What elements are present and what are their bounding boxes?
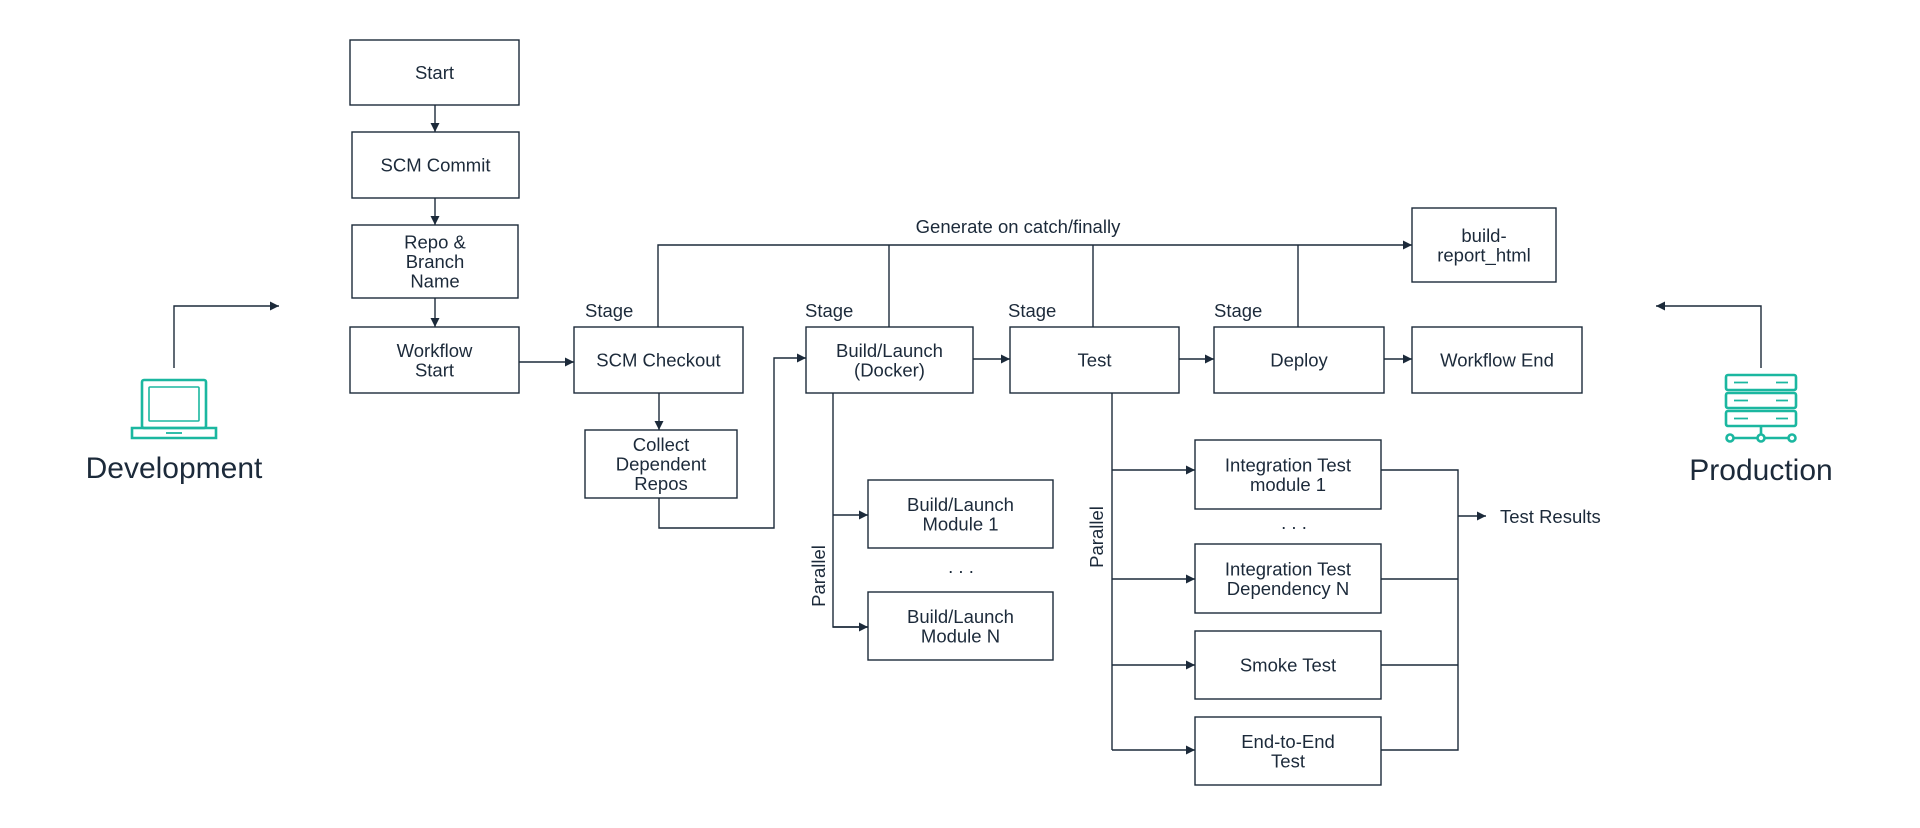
box-frame xyxy=(867,479,1054,549)
server-icon xyxy=(1724,373,1798,443)
connector-production-pointer xyxy=(1656,301,1762,368)
stage-label-deploy: Stage xyxy=(1214,300,1262,321)
box-frame xyxy=(1194,630,1382,700)
stage-label-build: Stage xyxy=(805,300,853,321)
stage-label-checkout: Stage xyxy=(585,300,633,321)
box-label: Smoke Test xyxy=(1240,655,1336,676)
box-start: Start xyxy=(349,39,520,106)
box-frame xyxy=(1194,543,1382,614)
box-frame xyxy=(1411,207,1557,283)
box-label: Test xyxy=(1078,350,1112,371)
box-label: Workflow End xyxy=(1440,350,1554,371)
box-frame xyxy=(584,429,738,499)
box-frame xyxy=(805,326,974,394)
box-test: Test xyxy=(1009,326,1180,394)
box-frame xyxy=(1009,326,1180,394)
box-frame xyxy=(1213,326,1385,394)
stage-label-test: Stage xyxy=(1008,300,1056,321)
parallel-label-test: Parallel xyxy=(1086,506,1107,568)
box-frame xyxy=(573,326,744,394)
box-build-report: build-report_html xyxy=(1411,207,1557,283)
connector-collect-to-build xyxy=(658,353,806,529)
connector-development-pointer xyxy=(173,301,279,368)
box-scm-commit: SCM Commit xyxy=(351,131,520,199)
connector-results-collector xyxy=(1381,469,1459,751)
box-frame xyxy=(867,591,1054,661)
ellipsis-build-modules: . . . xyxy=(948,556,974,577)
parallel-label-build: Parallel xyxy=(808,545,829,607)
connector-build-parallel-trunk xyxy=(832,393,868,628)
development-label: Development xyxy=(86,452,263,485)
box-frame xyxy=(351,224,519,299)
box-label: SCM Commit xyxy=(381,155,491,176)
box-build-launch-docker: Build/Launch(Docker) xyxy=(805,326,974,394)
generate-label: Generate on catch/finally xyxy=(916,216,1121,237)
connectors xyxy=(173,105,1762,755)
connector-generate-bus xyxy=(657,240,1412,327)
box-workflow-end: Workflow End xyxy=(1411,326,1583,394)
box-label: build-report_html xyxy=(1437,225,1531,267)
diagram-labels: Generate on catch/finally Stage Stage St… xyxy=(86,216,1833,607)
test-results-label: Test Results xyxy=(1500,506,1601,527)
box-label: Deploy xyxy=(1270,350,1328,371)
box-frame xyxy=(1194,439,1382,510)
box-scm-checkout: SCM Checkout xyxy=(573,326,744,394)
box-frame xyxy=(349,326,520,394)
box-label: Build/Launch(Docker) xyxy=(836,340,943,381)
box-frame xyxy=(1411,326,1583,394)
production-label: Production xyxy=(1689,454,1832,487)
box-frame xyxy=(1194,716,1382,786)
ellipsis-integration-tests: . . . xyxy=(1281,512,1307,533)
box-smoke-test: Smoke Test xyxy=(1194,630,1382,700)
box-deploy: Deploy xyxy=(1213,326,1385,394)
box-frame xyxy=(351,131,520,199)
box-label: SCM Checkout xyxy=(596,350,720,371)
box-frame xyxy=(349,39,520,106)
box-label: Start xyxy=(415,62,454,83)
laptop-icon xyxy=(130,378,218,440)
